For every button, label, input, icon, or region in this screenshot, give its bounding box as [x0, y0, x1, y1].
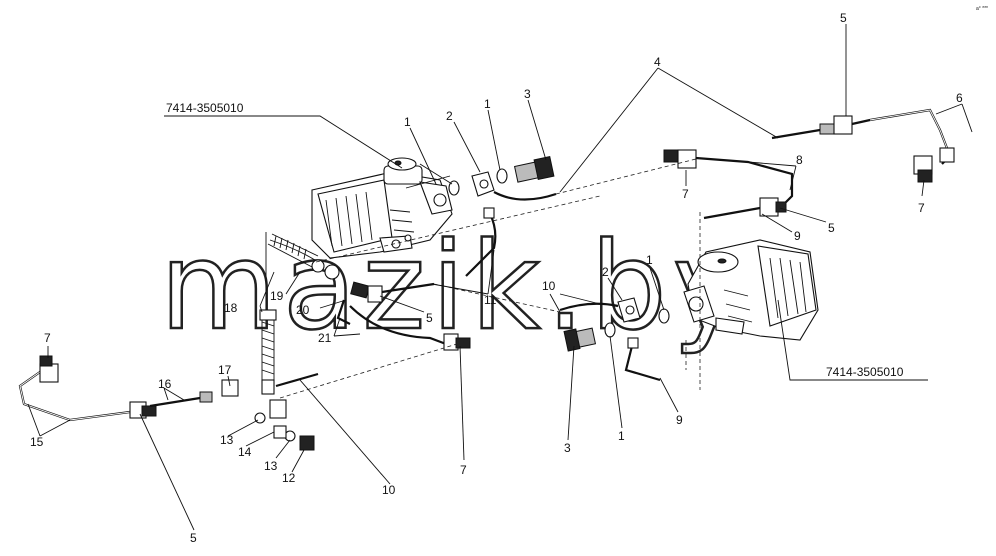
callout-7b: 7: [918, 201, 925, 215]
callout-4: 4: [654, 55, 661, 69]
callout-15: 15: [30, 435, 44, 449]
callout-11: 11: [484, 293, 497, 307]
left-pipe-assembly: [18, 355, 319, 451]
callout-6: 6: [956, 91, 963, 105]
callout-17: 17: [218, 363, 232, 377]
callout-7c: 7: [44, 331, 51, 345]
callout-7a: 7: [682, 187, 689, 201]
callout-10a: 10: [542, 279, 556, 293]
spring-hose: [259, 232, 340, 395]
left-pump-unit: [311, 157, 453, 259]
callout-13b: 13: [264, 459, 278, 473]
leader-lines: [27, 24, 973, 531]
dashed-guides: [279, 157, 701, 399]
callout-9b: 9: [676, 413, 683, 427]
callout-10b: 10: [382, 483, 396, 497]
callout-3a: 3: [524, 87, 531, 101]
callout-1d: 1: [618, 429, 625, 443]
callout-14: 14: [238, 445, 252, 459]
leader-left-assembly: [164, 115, 403, 169]
callout-8: 8: [796, 153, 803, 167]
callout-5c: 5: [426, 311, 433, 325]
callout-1c: 1: [646, 253, 653, 267]
callout-20: 20: [296, 303, 310, 317]
upper-right-pipes: [663, 108, 955, 220]
leader-right-assembly: [777, 299, 928, 381]
callout-3b: 3: [564, 441, 571, 455]
callout-21: 21: [318, 331, 332, 345]
left-pump-fittings: [405, 155, 557, 277]
callout-18: 18: [224, 301, 238, 315]
corner-mark: a° ***: [976, 6, 988, 12]
callout-19: 19: [270, 289, 284, 303]
callout-2b: 2: [602, 265, 609, 279]
callout-5b: 5: [828, 221, 835, 235]
right-assembly-label: 7414-3505010: [826, 365, 904, 379]
callout-5d: 5: [190, 531, 197, 545]
callout-1b: 1: [484, 97, 491, 111]
callouts: 1 2 1 3 4 5 6 7 8 7 9 5 1 2 10 9 1 3 11 …: [30, 11, 963, 545]
right-pump-fittings: [559, 297, 670, 382]
callout-5a: 5: [840, 11, 847, 25]
left-assembly-label: 7414-3505010: [166, 101, 244, 115]
callout-2a: 2: [446, 109, 453, 123]
right-pump-unit: [683, 239, 819, 341]
callout-13a: 13: [220, 433, 234, 447]
callout-12: 12: [282, 471, 296, 485]
center-left-fittings: [336, 281, 471, 351]
callout-7d: 7: [460, 463, 467, 477]
callout-9a: 9: [794, 229, 801, 243]
callout-16: 16: [158, 377, 172, 391]
callout-1a: 1: [404, 115, 411, 129]
